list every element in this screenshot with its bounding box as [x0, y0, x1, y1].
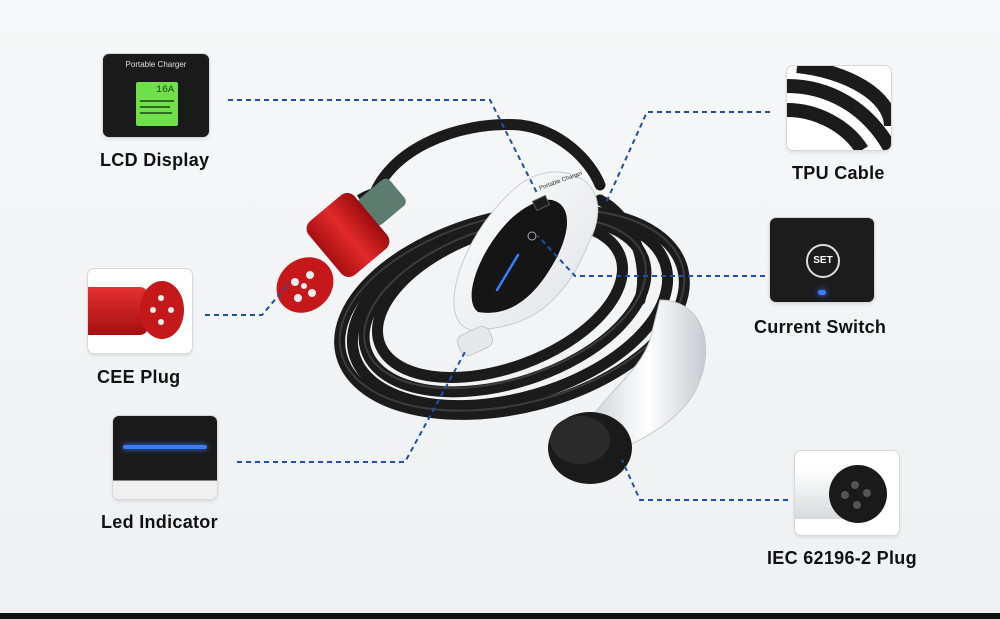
current-switch-label: Current Switch: [754, 317, 887, 337]
set-button[interactable]: SET: [806, 244, 840, 278]
cee-plug-thumbnail: [88, 269, 192, 353]
set-button-text: SET: [813, 255, 833, 266]
tpu-cable-label: TPU Cable: [792, 163, 885, 183]
lcd-screen: 16A: [136, 82, 178, 126]
cee-plug-illustration: [276, 178, 406, 313]
cee-plug-label: CEE Plug: [97, 367, 181, 387]
led-indicator-thumbnail: [113, 416, 217, 499]
leader-lines: [205, 99, 788, 501]
lcd-display-thumbnail: Portable Charger 16A: [103, 54, 209, 137]
tpu-cable-thumbnail: [787, 66, 891, 150]
lcd-screen-title: Portable Charger: [125, 60, 187, 69]
bottom-border: [0, 613, 1000, 619]
control-box: Portable Charger: [453, 171, 599, 357]
lcd-screen-value: 16A: [155, 85, 174, 96]
current-switch-thumbnail: SET: [770, 218, 874, 302]
iec-plug-illustration: [548, 299, 707, 484]
led-indicator-label: Led Indicator: [101, 512, 218, 532]
iec-plug-label: IEC 62196-2 Plug: [767, 548, 917, 568]
lcd-display-label: LCD Display: [100, 150, 210, 170]
iec-plug-thumbnail: [795, 451, 899, 535]
